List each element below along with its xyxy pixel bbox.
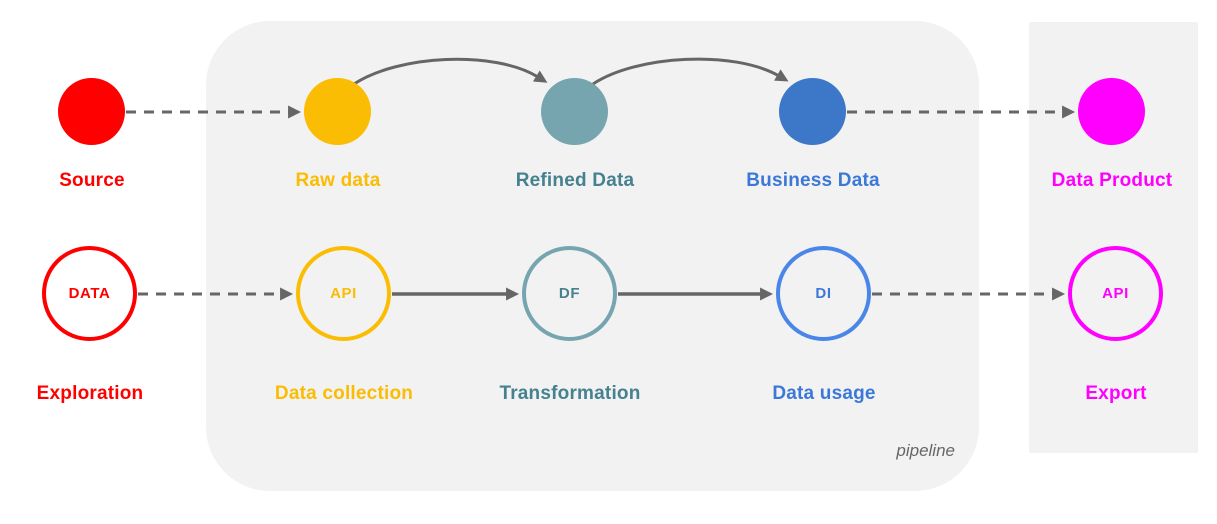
stage-label-raw-data: Raw data [295,170,381,191]
process-badge: DI [815,285,832,302]
stage-node-business-data [779,78,846,145]
process-node-export: API [1068,246,1163,341]
process-label-transformation: Transformation [499,383,641,404]
stage-node-source [58,78,125,145]
pipeline-caption: pipeline [896,441,955,460]
process-badge: DATA [68,285,111,302]
stage-label-refined-data: Refined Data [515,170,635,191]
process-badge: API [1102,285,1129,302]
process-node-data-collection: API [296,246,391,341]
process-node-transformation: DF [522,246,617,341]
stage-label-business-data: Business Data [746,170,880,191]
process-node-data-usage: DI [776,246,871,341]
process-label-export: Export [1085,383,1147,404]
process-node-exploration: DATA [42,246,137,341]
stage-node-refined-data [541,78,608,145]
process-label-exploration: Exploration [36,383,144,404]
stage-node-data-product [1078,78,1145,145]
process-label-data-usage: Data usage [772,383,876,404]
stage-label-source: Source [59,170,125,191]
process-badge: DF [558,285,581,302]
process-badge: API [330,285,357,302]
stage-label-data-product: Data Product [1051,170,1173,191]
stage-node-raw-data [304,78,371,145]
process-label-data-collection: Data collection [274,383,414,404]
